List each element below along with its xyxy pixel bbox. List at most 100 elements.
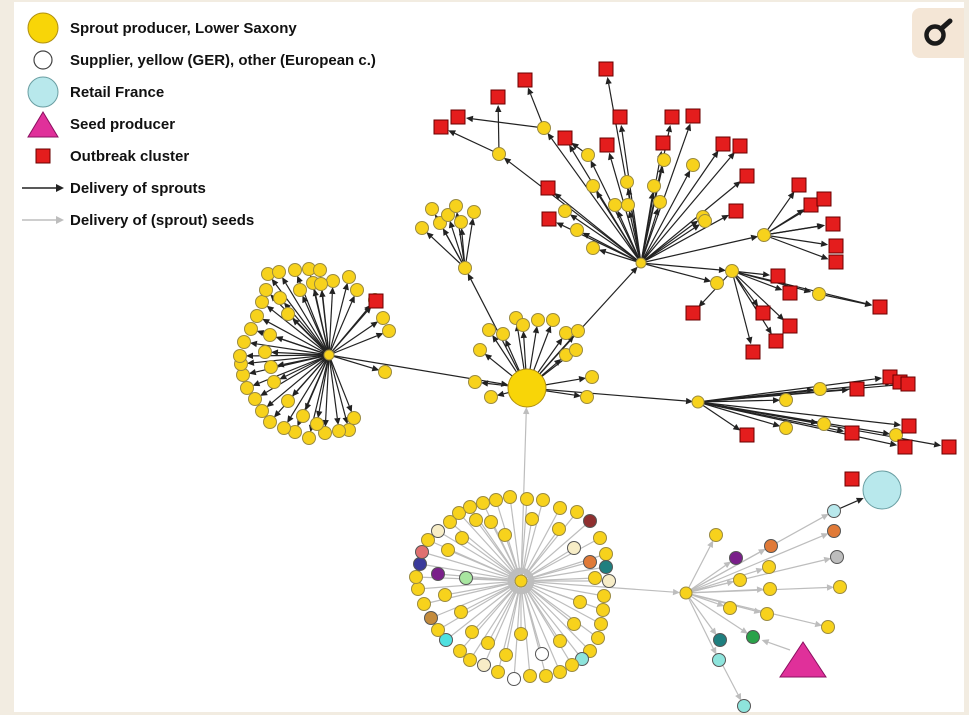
sprout-edge (763, 223, 825, 236)
supplier-node (273, 291, 287, 305)
supplier-node (463, 653, 477, 667)
outbreak-node (825, 216, 841, 232)
outbreak-node (612, 109, 628, 125)
sprout-edge (316, 354, 330, 419)
sprout-edge (640, 181, 741, 264)
supplier-node (812, 287, 826, 301)
supplier-node (484, 515, 498, 529)
supplier-european-node (424, 611, 438, 625)
sprout-edge (465, 115, 545, 129)
supplier-european-node (567, 541, 581, 555)
sprout-edge (328, 354, 341, 426)
supplier-node (449, 199, 463, 213)
sprout-edge (328, 282, 349, 356)
legend-item-seed-producer: Seed producer (20, 108, 376, 140)
sprout-edge (262, 318, 330, 356)
supplier-node (686, 158, 700, 172)
supplier-european-node (459, 571, 473, 585)
supplier-node (620, 175, 634, 189)
supplier-node (288, 263, 302, 277)
legend-item-outbreak-cluster: Outbreak cluster (20, 140, 376, 172)
supplier-node (588, 571, 602, 585)
supplier-node (492, 147, 506, 161)
yellow-large-circle-icon (20, 12, 66, 44)
supplier-node (514, 627, 528, 641)
sprout-edge (640, 262, 712, 283)
sprout-edge (328, 295, 355, 356)
supplier-node (469, 513, 483, 527)
supplier-node (443, 515, 457, 529)
magnifier-button[interactable] (912, 8, 964, 58)
sprout-edge (640, 150, 719, 264)
supplier-node (621, 198, 635, 212)
supplier-node (347, 411, 361, 425)
outbreak-node (844, 425, 860, 441)
sprout-edge (547, 132, 642, 264)
outbreak-node (828, 254, 844, 270)
supplier-node (679, 586, 693, 600)
sprout-edge (640, 234, 759, 264)
supplier-node (570, 505, 584, 519)
sprout-edge (302, 295, 330, 356)
sprout-edge (319, 289, 330, 356)
sprout-edge (448, 130, 500, 155)
supplier-node (567, 617, 581, 631)
supplier-node (415, 221, 429, 235)
seed-edge (520, 580, 681, 596)
supplier-node (536, 493, 550, 507)
supplier-node (281, 394, 295, 408)
seed-edge (685, 533, 829, 594)
supplier-ger-white-node (535, 647, 549, 661)
sprout-edge (640, 170, 691, 264)
supplier-node (573, 595, 587, 609)
legend-label: Sprout producer, Lower Saxony (70, 19, 297, 37)
legend-label: Seed producer (70, 115, 176, 133)
outbreak-node (849, 381, 865, 397)
supplier-node (546, 313, 560, 327)
supplier-european-node (415, 545, 429, 559)
supplier-european-node (827, 524, 841, 538)
supplier-node (264, 360, 278, 374)
supplier-node (498, 528, 512, 542)
sprout-edge (305, 354, 330, 411)
supplier-node (539, 669, 553, 683)
supplier-node (281, 307, 295, 321)
supplier-node (813, 382, 827, 396)
supplier-european-node (583, 514, 597, 528)
supplier-node (259, 283, 273, 297)
seed-edge (460, 583, 516, 613)
sprout-edge (287, 354, 330, 423)
sprout-edge (328, 332, 384, 356)
supplier-node (821, 620, 835, 634)
outbreak-node (872, 299, 888, 315)
supplier-node (525, 512, 539, 526)
seed-edge (719, 659, 742, 701)
sprout-edge (322, 354, 330, 428)
sprout-edge (266, 305, 330, 356)
supplier-node (594, 617, 608, 631)
supplier-node (591, 631, 605, 645)
sprout-edge (697, 401, 781, 428)
supplier-node (580, 390, 594, 404)
legend-label: Delivery of (sprout) seeds (70, 211, 255, 229)
supplier-node (779, 421, 793, 435)
legend-label: Supplier, yellow (GER), other (European … (70, 51, 376, 69)
supplier-node (233, 349, 247, 363)
sprout-edge (697, 397, 781, 404)
supplier-node (779, 393, 793, 407)
sprout-edge (590, 160, 642, 264)
supplier-node (441, 208, 455, 222)
seed-edge (685, 556, 832, 594)
sprout-edge (598, 248, 642, 264)
sprout-edge (328, 354, 380, 372)
supplier-european-node (712, 653, 726, 667)
sprout-edge (249, 340, 330, 356)
seed-delivery-edges (415, 406, 835, 701)
supplier-node (537, 121, 551, 135)
outbreak-node (941, 439, 957, 455)
sprout-edge (503, 157, 642, 264)
outbreak-node (685, 108, 701, 124)
seed-edge (761, 639, 791, 651)
seed-edge (685, 592, 717, 636)
